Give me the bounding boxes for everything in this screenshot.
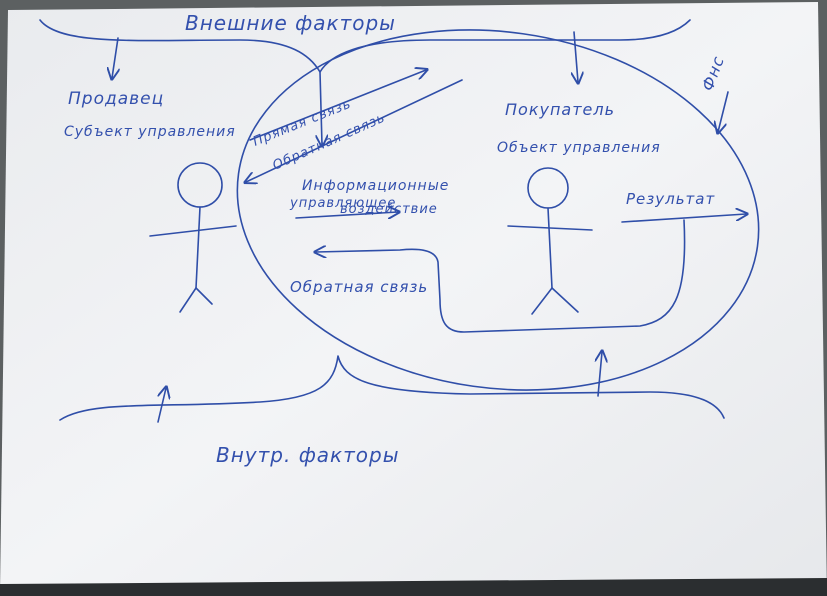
object-title-label: Объект управления [497, 140, 661, 156]
subject-role-label: Продавец [68, 89, 164, 109]
result-label: Результат [626, 190, 715, 208]
top-brace [39, 19, 691, 73]
arrow-down-center [320, 71, 322, 145]
info-flow-line1: Информационные [302, 178, 449, 194]
direct-link-arrow [249, 70, 426, 141]
object-role-label: Покупатель [505, 100, 615, 119]
feedback-loop-arrow [316, 219, 686, 333]
environment-ellipse [236, 29, 760, 391]
subject-stick-figure [149, 162, 237, 313]
side-note-arrow [718, 91, 729, 132]
bottom-brace [59, 355, 725, 421]
feedback-diagonal-arrow [246, 79, 463, 182]
arrow-down-left [112, 37, 118, 78]
external-factors-label: Внешние факторы [185, 11, 396, 35]
arrow-up-right [598, 352, 602, 397]
info-flow-line2: управляющее [289, 196, 396, 211]
feedback-loop-label: Обратная связь [290, 278, 428, 296]
result-arrow [621, 214, 746, 223]
object-stick-figure [507, 167, 593, 315]
control-influence-arrow [295, 212, 398, 218]
arrow-down-right [574, 31, 578, 82]
paper-shadow [0, 578, 827, 596]
internal-factors-label: Внутр. факторы [216, 443, 400, 467]
subject-title-label: Субъект управления [64, 124, 236, 140]
arrow-up-left [157, 388, 166, 423]
